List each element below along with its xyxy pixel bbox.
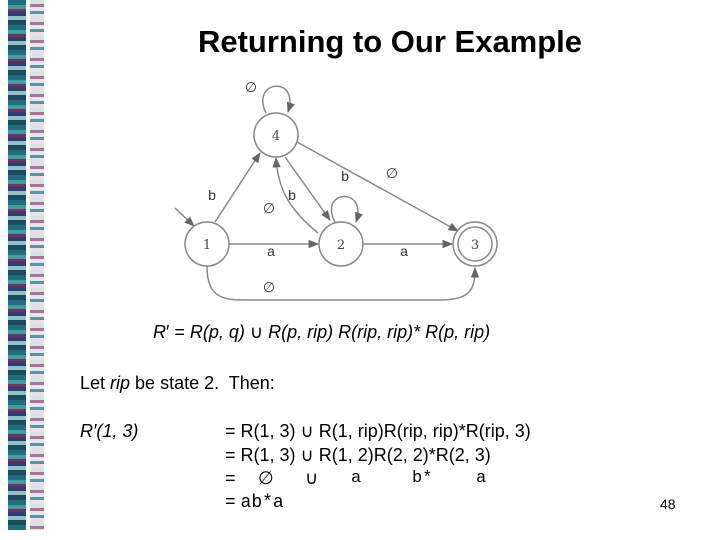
formula-union: ∪ — [244, 322, 269, 342]
derivation-line-3-a1: a — [351, 469, 362, 488]
formula-eq: = — [169, 322, 190, 342]
automaton-diagram: 4 1 2 3 ∅ b b ∅ b ∅ a a ∅ — [174, 79, 498, 301]
state-3-label: 3 — [471, 238, 479, 253]
derivation-line-3-empty: ∅ — [258, 468, 274, 488]
edge-4-2 — [284, 156, 331, 221]
derivation-lhs: R′(1, 3) — [80, 421, 139, 441]
state-2-label: 2 — [337, 238, 345, 253]
edge-label-1-4: b — [208, 187, 216, 203]
formula-line: R′ = R(p, q) ∪ R(p, rip) R(rip, rip)* R(… — [153, 322, 490, 343]
edge-label-2-2: b — [341, 168, 349, 184]
derivation-line-2: = R(1, 3) ∪ R(1, 2)R(2, 2)*R(2, 3) — [225, 445, 491, 465]
derivation-line-4-value: ab*a — [240, 493, 284, 513]
derivation-line-3-a2: a — [476, 469, 487, 488]
edge-label-1-3: ∅ — [263, 279, 275, 295]
edge-1-4 — [214, 152, 261, 223]
edge-label-2-4: ∅ — [263, 200, 275, 216]
let-prefix: Let — [80, 373, 111, 393]
let-line: Let rip be state 2. Then: — [80, 373, 275, 394]
let-suffix: be state 2. Then: — [130, 373, 275, 393]
state-2-circle — [318, 221, 364, 267]
edge-4-3 — [296, 141, 459, 232]
page-number: 48 — [660, 496, 676, 512]
slide-title: Returning to Our Example — [197, 24, 583, 59]
edge-label-4-3: ∅ — [386, 165, 398, 181]
edge-label-4-4: ∅ — [245, 79, 257, 95]
derivation-line-4: = ab*a — [225, 491, 284, 513]
edge-label-1-2: a — [267, 243, 275, 259]
formula-prime: ′ — [166, 322, 170, 342]
decorative-stripe-right — [30, 0, 44, 530]
edge-label-4-2: b — [288, 187, 296, 203]
formula-rpq: R(p, q) — [189, 322, 245, 342]
state-4-label: 4 — [272, 129, 280, 144]
start-arrow — [174, 207, 195, 227]
edge-2-4 — [272, 156, 319, 234]
derivation-line-1: = R(1, 3) ∪ R(1, rip)R(rip, rip)*R(rip, … — [225, 421, 531, 441]
let-rip: rip — [110, 373, 131, 393]
formula-rest: R(p, rip) R(rip, rip)* R(p, rip) — [268, 322, 491, 342]
decorative-stripe-left — [8, 0, 26, 530]
edge-4-4 — [262, 85, 295, 114]
derivation-line-3-eq: = — [225, 468, 236, 488]
state-1-circle — [184, 221, 230, 267]
derivation-line-3-bstar: b* — [412, 469, 433, 488]
derivation-line-4-eq: = — [225, 491, 241, 511]
state-3-accept-ring — [457, 226, 493, 262]
state-4-circle — [253, 112, 299, 158]
edge-2-2 — [330, 195, 363, 223]
state-1-label: 1 — [203, 238, 211, 253]
edge-label-2-3: a — [400, 243, 408, 259]
formula-r: R — [153, 322, 166, 342]
derivation-line-3-union: ∪ — [305, 468, 319, 488]
edge-1-3 — [206, 265, 480, 301]
